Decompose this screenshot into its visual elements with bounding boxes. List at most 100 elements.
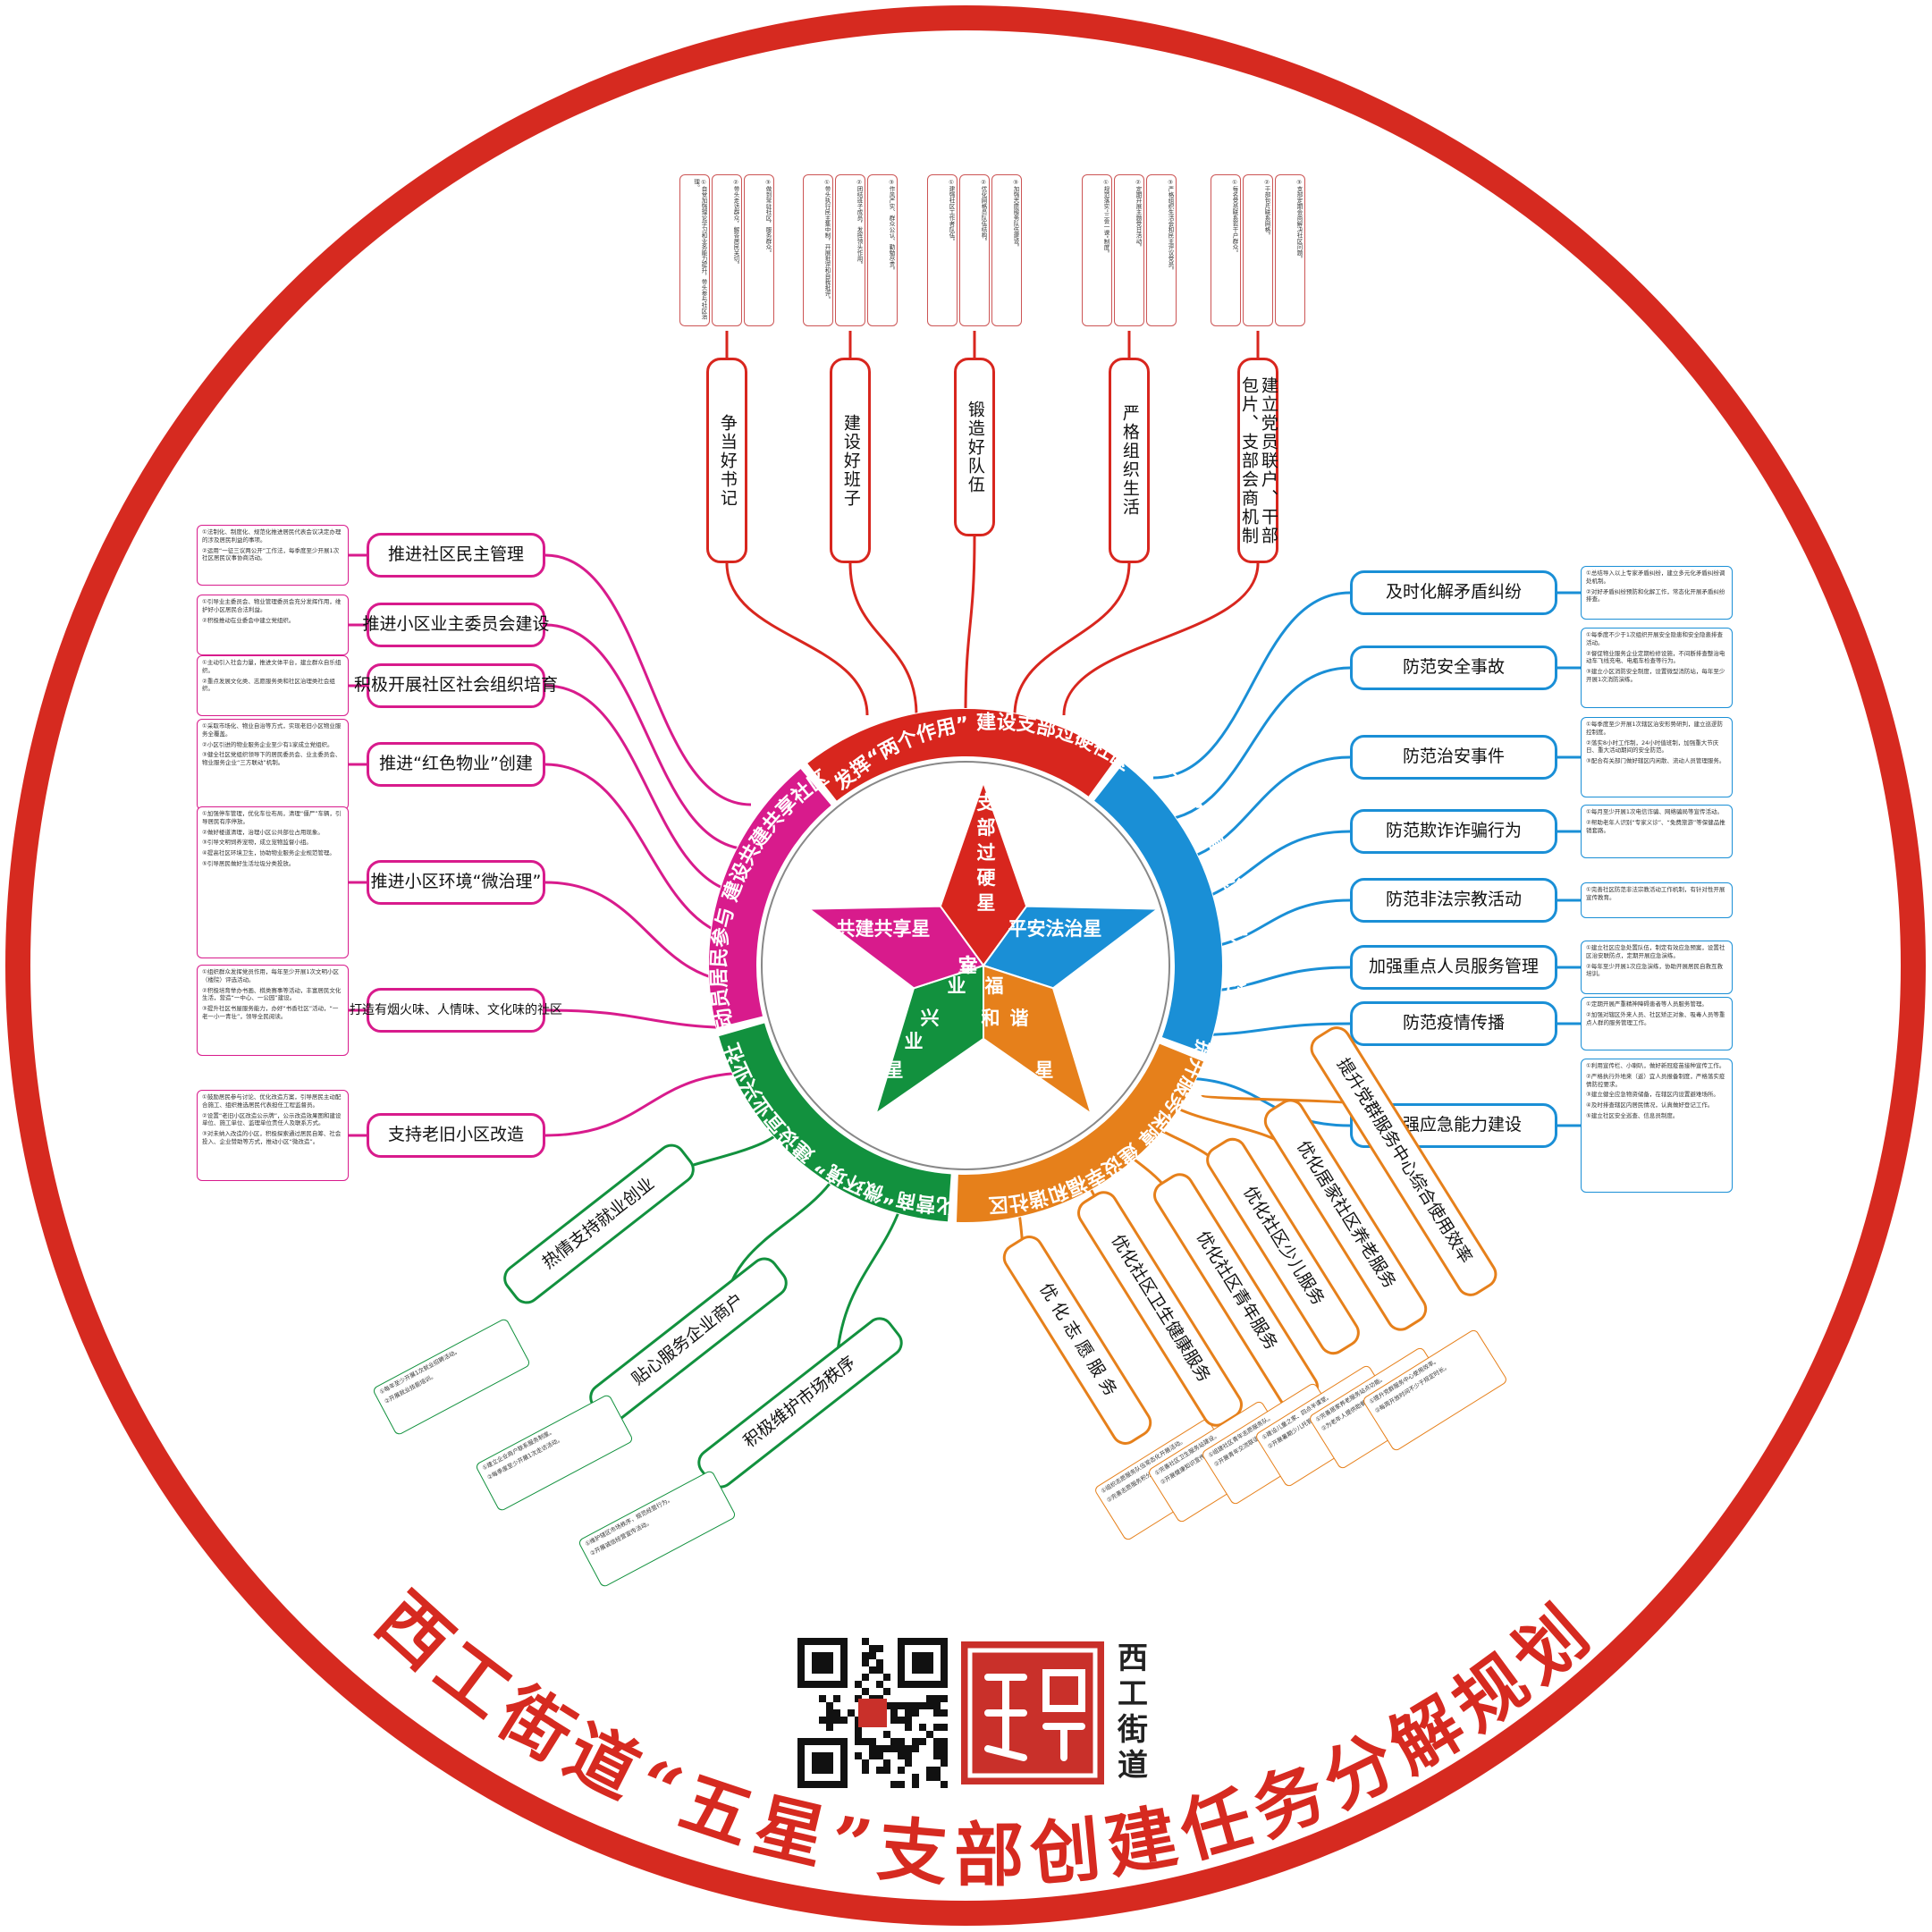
note-line: ①利用宣传栏、小喇叭，做好新冠疫苗接种宣传工作。 [1586,1062,1725,1069]
magenta-leaf-2[interactable]: 积极开展社区社会组织培育 [354,663,558,708]
red-leaf-4[interactable]: 建立党员联户、干部包片、支部会商机制 [1237,358,1278,563]
connector-line [544,623,752,851]
red-note-1-0: ①带头执行民主集中制，开展批评和自我批评。 [803,174,833,326]
connector-line [1201,1093,1352,1106]
magenta-leaf-4[interactable]: 推进小区环境“微治理” [367,860,545,905]
note-line: ③严格组织生活会和民主评议党员。 [1167,179,1174,274]
blue-note-2: ①每季度至少开展1次辖区治安形势研判，建立巡逻防控制度。②落实8小时工作制，24… [1581,717,1733,797]
note-line: ②每年至少开展1次应急演练，协助开展居民自救互救培训。 [1586,962,1723,978]
magenta-note-4: ①加强停车管理，优化车位布局，清理“僵尸”车辆，引导居民有序停放。 ②做好楼道清理… [197,806,349,958]
note-line: ②积极推动在业委会中建立党组织。 [202,616,295,624]
svg-text:兴: 兴 [921,1008,940,1029]
red-note-2-1: ②优化网格员队伍结构。 [959,174,990,326]
magenta-leaf-1[interactable]: 推进小区业主委员会建设 [363,603,550,647]
blue-note-7: ①利用宣传栏、小喇叭，做好新冠疫苗接种宣传工作。 ②严格执行外地来（返）宜人员报备… [1581,1059,1733,1193]
blue-leaf-5[interactable]: 加强重点人员服务管理 [1350,945,1557,990]
red-note-0-2: ③做到常驻社区，服务群众。 [744,174,774,326]
note-line: ③对未纳入改造的小区，积极探索通过居民自筹、社会投入、企业赞助等方式，推动小区“… [202,1130,342,1145]
magenta-leaf-0[interactable]: 推进社区民主管理 [367,533,545,578]
note-line: ②设置“老旧小区改造公示牌”，公示改造效果图和建设单位、施工单位、监理单位责任人… [202,1111,342,1127]
note-line: ①采取市场化、物业自治等方式，实现老旧小区物业服务全覆盖。 [202,722,342,738]
note-line: ②干部包片联系网格。 [1263,179,1270,239]
seal-logo-icon [961,1641,1104,1784]
svg-text:幸: 幸 [959,955,978,976]
blue-leaf-4[interactable]: 防范非法宗教活动 [1350,878,1557,923]
connector-line [544,553,752,806]
note-line: ①主动引入社会力量，推进文体平台，建立群众自乐组织。 [202,659,342,674]
connector-line [848,562,918,716]
note-line: ③引导文明饲养宠物，成立宠物监督小组。 [202,839,312,847]
note-line: ①每月至少开展1次电信诈骗、网络骗局等宣传活动。 [1586,808,1723,815]
red-note-4-1: ②干部包片联系网格。 [1243,174,1273,326]
blue-leaf-2[interactable]: 防范治安事件 [1350,735,1557,780]
magenta-leaf-5[interactable]: 打造有烟火味、人情味、文化味的社区 [350,988,562,1033]
blue-leaf-6[interactable]: 防范疫情传播 [1350,1001,1557,1046]
note-line: ③加强志愿服务队伍建设。 [1012,179,1019,250]
note-line: ③健全社区党组织领导下的居民委员会、业主委员会、物业服务企业“三方联动”机制。 [202,751,342,767]
five-star [806,779,1160,1117]
ring-segment-4 [709,769,831,1028]
note-line: ①总结导入以上专家矛盾纠纷，建立多元化矛盾纠纷调处机制。 [1586,569,1725,585]
svg-text:和: 和 [982,1008,1000,1029]
connector-line [544,1071,752,1137]
svg-text:星: 星 [977,892,996,914]
note-line: ①完善社区防范非法宗教活动工作机制，有针对性开展宣传教育。 [1586,886,1725,901]
red-note-2-0: ①建强社区工作者队伍。 [927,174,958,326]
note-line: ④提高社区环境卫生，协助物业服务企业规范管理。 [202,849,335,857]
note-line: ①自觉加强理论学习和业务能力提升，带头参与社区治理。 [692,179,707,320]
ring-segment-3 [719,1023,951,1222]
svg-text:星: 星 [1035,1059,1054,1081]
connector-line [1179,1076,1351,1127]
red-note-1-2: ③作风严实、群众公认、勤勉尽责。 [867,174,898,326]
red-leaf-0[interactable]: 争当好书记 [706,358,747,563]
note-line: ②积极培育举办书画、棋类赛事等活动，丰富居民文化生活，营造“一中心、一公园”建设… [202,986,342,1002]
note-line: ⑤引导居民做好生活垃圾分类投放。 [202,859,295,867]
star-arm-left [806,905,985,990]
svg-text:福: 福 [984,975,1004,997]
red-leaf-1[interactable]: 建设好班子 [830,358,871,563]
note-line: ①规范落实“三会一课”制度。 [1102,179,1109,257]
svg-text:业: 业 [905,1031,924,1052]
magenta-note-0: ①法制化、制度化、规范化推进居民代表会议决定办理的涉及居民利益的事项。②运用“一… [197,525,349,586]
connector-line [964,536,976,716]
note-line: ②加强对辖区外来人员、社区矫正对象、吸毒人员等重点人群的服务管理工作。 [1586,1010,1725,1026]
note-line: ③支部定期会商解决社区问题。 [1295,179,1303,262]
note-line: ①组织群众发挥党员作用，每年至少开展1次文明小区（楼院）评选活动。 [202,968,339,983]
note-line: ①定期开展严重精神障碍患者等人员服务管理。 [1586,1000,1708,1008]
note-line: ②定期开展主题党日活动。 [1135,179,1142,250]
note-line: ①每季度至少开展1次辖区治安形势研判，建立巡逻防控制度。 [1586,721,1723,736]
star-label-left: 共建共享星 [837,918,931,940]
magenta-note-6: ①鼓励居民参与讨论、优化改造方案，引导居民主动配合施工、组织推选居民代表担任工程… [197,1090,349,1181]
ring-segment-1 [1094,763,1222,1054]
magenta-leaf-3[interactable]: 推进“红色物业”创建 [367,742,545,787]
red-note-4-2: ③支部定期会商解决社区问题。 [1275,174,1305,326]
connector-line [725,562,869,716]
note-line: ⑤建立社区安全巡查、信息员制度。 [1586,1111,1679,1119]
star-label-bottom-right: 幸福和谐星 [959,955,1054,1081]
ring-segment-0 [807,709,1117,801]
outer-ring [5,5,1926,1926]
svg-text:星: 星 [885,1059,904,1081]
note-line: ①引导业主委员会、物业管理委员会充分发挥作用，维护好小区居民合法利益。 [202,598,342,613]
blue-leaf-1[interactable]: 防范安全事故 [1350,645,1557,690]
red-note-1-1: ②团结班子成员，发挥领头作用。 [835,174,865,326]
red-leaf-2[interactable]: 锻造好队伍 [954,358,995,536]
note-line: ①带头执行民主集中制，开展批评和自我批评。 [823,179,831,302]
red-note-2-2: ③加强志愿服务队伍建设。 [991,174,1022,326]
blue-leaf-3[interactable]: 防范欺诈诈骗行为 [1350,809,1557,854]
blue-note-5: ①建立社区应急处置队伍，制定有效应急预案，设置社区治安联防点，定期开展应急演练。… [1581,941,1733,994]
note-line: ②做好楼道清理，治理小区公共部位占用现象。 [202,828,324,836]
red-leaf-3[interactable]: 严格组织生活 [1109,358,1150,563]
note-line: ①加强停车管理，优化车位布局，清理“僵尸”车辆，引导居民有序停放。 [202,810,342,825]
note-line: ②小区引进的物业服务企业至少有1家成立党组织。 [202,740,333,748]
magenta-leaf-6[interactable]: 支持老旧小区改造 [367,1113,545,1158]
note-line: ①每季度不少于1次组织开展安全隐患和安全隐患排查活动。 [1586,631,1723,646]
blue-leaf-0[interactable]: 及时化解矛盾纠纷 [1350,570,1557,615]
note-line: ①法制化、制度化、规范化推进居民代表会议决定办理的涉及居民利益的事项。 [202,528,342,544]
svg-text:谐: 谐 [1010,1008,1029,1029]
red-note-4-0: ①每名党员联系若干户群众。 [1211,174,1241,326]
note-line: ②严格执行外地来（返）宜人员报备制度，严格落实疫情防控要求。 [1586,1072,1725,1088]
note-line: ③作风严实、群众公认、勤勉尽责。 [888,179,895,274]
